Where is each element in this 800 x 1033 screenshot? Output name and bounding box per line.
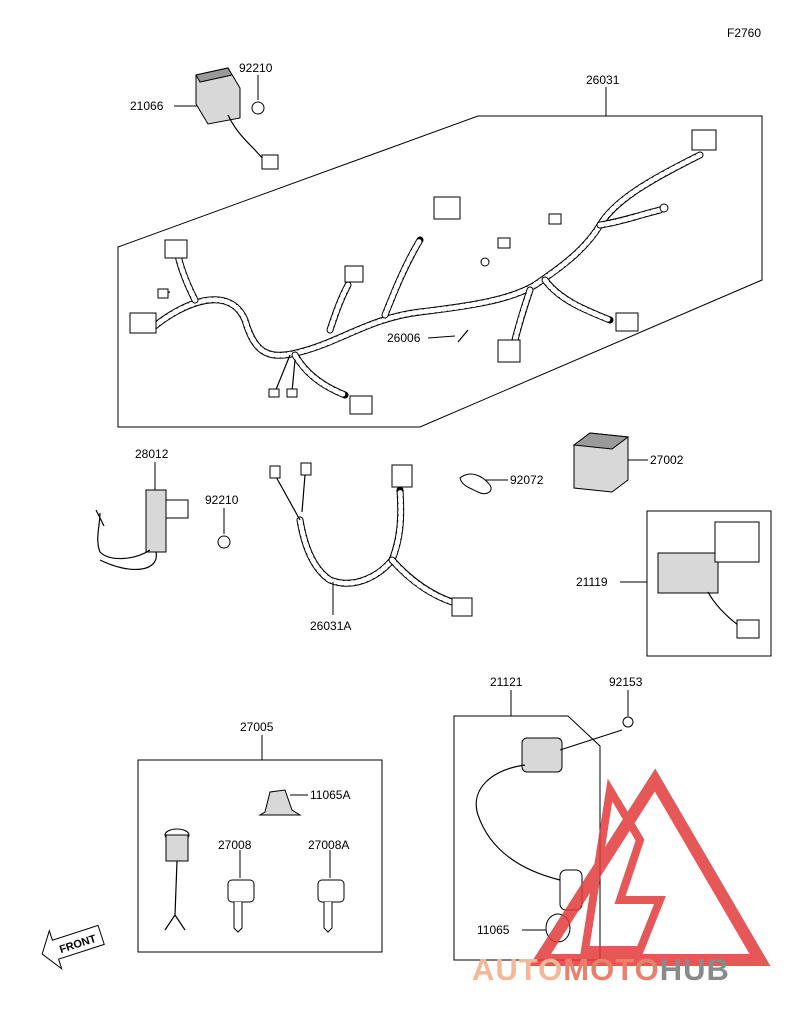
label-26031: 26031 — [586, 73, 620, 87]
ring-terminal — [659, 203, 669, 213]
label-27008A: 27008A — [308, 838, 349, 852]
connector-left — [129, 312, 157, 334]
main-harness-panel — [117, 115, 763, 428]
sub-harness-26031A: 26031A — [269, 462, 473, 633]
connector-right — [615, 312, 639, 332]
label-27002: 27002 — [650, 453, 684, 467]
watermark-auto: AUTO — [472, 952, 563, 987]
ignition-switch-27005: 27005 11065A 27008 27008A — [137, 720, 383, 953]
label-27008: 27008 — [218, 838, 252, 852]
label-21121: 21121 — [490, 675, 523, 689]
nut-92210-mid — [217, 535, 231, 549]
igniter-21119: 21119 — [576, 510, 772, 657]
label-92072: 92072 — [510, 473, 544, 487]
label-28012: 28012 — [135, 447, 169, 461]
label-21119: 21119 — [576, 575, 608, 589]
label-26031A: 26031A — [310, 619, 351, 633]
label-11065: 11065 — [477, 923, 510, 937]
label-21066: 21066 — [130, 99, 164, 113]
watermark-moto: MOTO — [563, 952, 659, 987]
connector-top-right — [691, 129, 717, 151]
nut-92210-top — [251, 101, 265, 115]
connector-upper-mid — [433, 196, 461, 220]
connector-lower-mid — [497, 339, 521, 363]
terminal-1 — [548, 213, 562, 225]
igniter-panel — [646, 510, 772, 657]
label-92153: 92153 — [609, 675, 643, 689]
label-26006: 26006 — [387, 331, 421, 345]
front-arrow: FRONT — [41, 924, 105, 971]
main-harness-26031: 26031 — [117, 73, 763, 428]
label-92210-mid: 92210 — [205, 493, 239, 507]
switch-panel — [137, 759, 383, 953]
bolt-92153 — [622, 716, 634, 728]
label-27005: 27005 — [240, 720, 274, 734]
connector-bottom — [349, 395, 373, 415]
watermark-logo — [529, 768, 771, 966]
band-92072: 92072 — [459, 473, 544, 495]
figure-code: F2760 — [727, 26, 761, 40]
relay-27002: 27002 — [572, 432, 684, 493]
watermark-brand: AUTOMOTOHUB — [472, 952, 730, 987]
label-11065A: 11065A — [310, 788, 350, 802]
watermark-hub: HUB — [660, 952, 730, 987]
connector-mid — [344, 265, 364, 283]
ring-terminal-2 — [480, 257, 490, 267]
connector-left-top — [164, 239, 188, 259]
sensor-28012: 28012 92210 — [95, 447, 239, 571]
label-92210-top: 92210 — [239, 61, 273, 75]
regulator-21066: 92210 21066 — [130, 61, 279, 170]
terminal-2 — [497, 237, 511, 249]
ignition-coil-21121: 21121 92153 11065 — [453, 675, 643, 961]
